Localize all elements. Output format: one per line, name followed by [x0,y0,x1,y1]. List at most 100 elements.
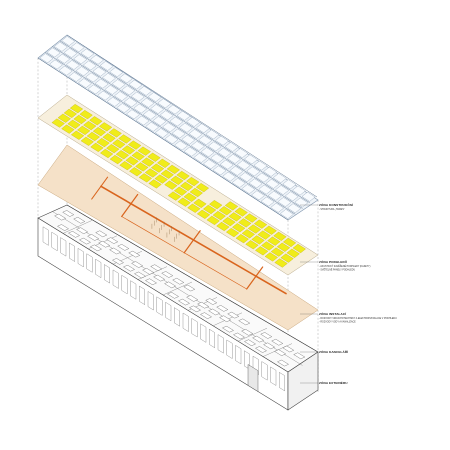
roof-truss-cell [49,59,63,70]
roof-truss-cell [227,154,241,164]
ceiling-panel [144,168,159,178]
ceiling-panel [61,124,75,134]
facade-window [121,275,128,295]
roof-truss-cell [121,85,136,96]
roof-truss-cell [234,148,249,159]
ceiling-panel [206,215,220,225]
roof-truss-cell [92,66,107,77]
facade-window [77,248,84,268]
office-interior-details [52,210,306,367]
ceiling-panel [96,138,110,148]
roof-truss-cell [272,173,287,183]
desk [255,346,267,353]
roof-truss-cell [212,165,227,176]
desk [167,292,179,299]
ceiling-panel [241,229,255,239]
ceiling-panel [226,228,240,238]
roof-truss-cell [116,103,131,113]
facade-window [147,291,154,311]
roof-truss-cell [258,184,273,195]
facade-window [156,296,163,316]
facade-window [191,318,198,338]
callout-exterior: ZÓNA EXTERIÉRU [319,380,348,385]
desk [172,278,185,285]
ceiling-panel [102,133,116,143]
desk [68,231,80,238]
desk [241,329,253,336]
ceiling-panel [276,242,291,252]
ceiling-panel [255,246,269,256]
facade-window [279,372,285,392]
roof-truss-cell [58,65,73,76]
desk [282,345,295,353]
ceiling-panel [234,207,248,217]
ceiling-panel [180,181,194,191]
ceiling-panel [115,150,129,160]
desk [216,305,229,312]
roof-truss-cell [183,146,198,157]
desk [183,284,196,292]
roof-truss-cell [282,179,297,190]
roof-truss-cell [301,191,316,202]
facade-window [235,345,242,365]
ceiling-panel [119,161,133,171]
roof-truss-cell [231,177,246,188]
roof-truss-cell [186,117,201,127]
roof-truss-cell [87,84,102,95]
desk [244,339,256,346]
desk [150,264,163,271]
ceiling-panel [73,114,87,125]
ceiling-panel [170,175,184,185]
desk [178,298,190,306]
ceiling-panel [263,225,277,235]
ceiling-panel [283,237,297,247]
desk [109,247,121,255]
roof-truss-cell [82,60,97,71]
facade-window [217,334,224,354]
roof-truss-cell [70,42,85,53]
callout-title-roof: ZÓNA KONSTRUKČNÍ [319,202,353,207]
ceiling-panel [128,140,142,150]
ceiling-panel [280,253,294,263]
roof-truss-cell [236,160,251,170]
desk [76,227,88,234]
ceiling-panel [112,139,126,149]
roof-truss-cell [90,54,104,65]
desk [112,258,124,265]
ceiling-panel [216,221,230,232]
ceiling-panel [92,127,107,137]
roof-truss-cell [181,134,196,145]
ceiling-panel [186,177,200,187]
ceiling-panel [176,170,190,181]
desk [54,213,66,221]
ceiling-panel [98,122,113,132]
roof-truss-cell [287,203,301,214]
duct-segment [246,266,264,290]
desk [189,305,201,313]
roof-truss-cell [162,122,176,133]
desk [277,359,289,367]
ceiling-panel [253,219,268,229]
duct-segment [183,230,201,254]
ceiling-panel [129,167,143,177]
ceiling-panel [51,118,65,128]
ceiling-panel [189,187,203,198]
roof-truss-cell [255,172,270,183]
roof-truss-cell [147,92,162,102]
callout-title-attic: ZÓNA PODHLEDŮ [319,259,348,264]
ceiling-panel [244,213,258,223]
ceiling-panel [90,142,104,152]
ceiling-panel [83,121,97,131]
roof-truss-cell [157,98,172,109]
ceiling-panel [228,212,242,222]
roof-truss-cell [246,166,261,177]
roof-truss-cell [292,185,306,196]
desk [263,342,275,350]
ceiling-panel [77,125,91,135]
roof-truss-cell [277,197,292,207]
ceiling-panel [173,186,188,196]
roof-truss-cell [85,72,100,83]
ceiling-layer [37,94,319,276]
callout-line-attic-1: - AKUSTICKÝ ZAVĚŠENÉ PODHLEDY (KAZETY) [319,265,371,268]
